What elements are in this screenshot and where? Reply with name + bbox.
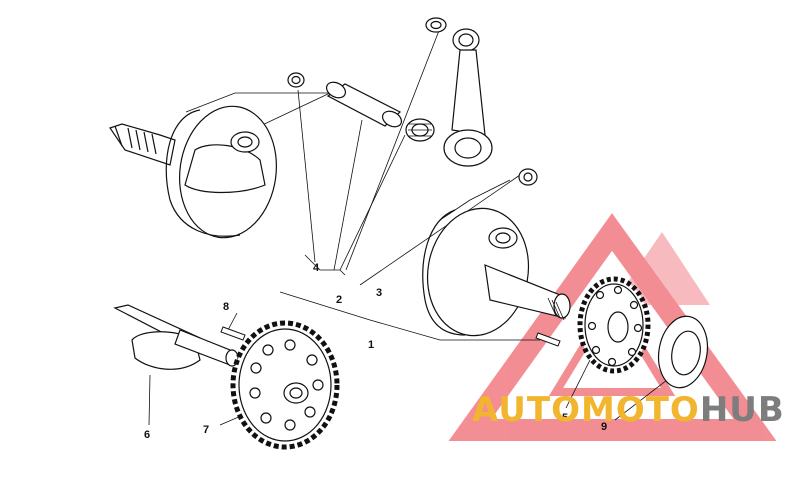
callout-8: 8	[223, 301, 229, 313]
automotohub-watermark: AUTOMOTOHUB	[472, 393, 785, 427]
callout-7: 7	[203, 424, 209, 436]
crank-pin-assembly	[287, 72, 435, 142]
watermark-moto: MOTO	[580, 390, 700, 430]
callout-6: 6	[144, 429, 150, 441]
small-gear	[577, 276, 651, 374]
callout-5: 5	[562, 412, 568, 424]
callout-2: 2	[336, 294, 342, 306]
watermark-auto: AUTO	[472, 390, 581, 430]
right-crank-half	[422, 207, 571, 337]
small-bush	[518, 168, 538, 186]
pin-right	[535, 332, 561, 347]
callout-labels: 1 2 3 4 5 6 7 8 9	[144, 262, 607, 441]
callout-3: 3	[376, 287, 382, 299]
crankshaft-assembly	[113, 304, 239, 370]
large-gear	[230, 320, 340, 450]
connecting-rod	[425, 17, 493, 167]
callout-4: 4	[313, 262, 320, 274]
watermark-hub: HUB	[699, 390, 785, 430]
left-crank-half	[109, 105, 278, 239]
pin-left	[220, 326, 246, 341]
callout-9: 9	[601, 421, 607, 433]
leader-lines	[148, 27, 681, 426]
washer	[657, 315, 709, 389]
callout-1: 1	[368, 339, 374, 351]
